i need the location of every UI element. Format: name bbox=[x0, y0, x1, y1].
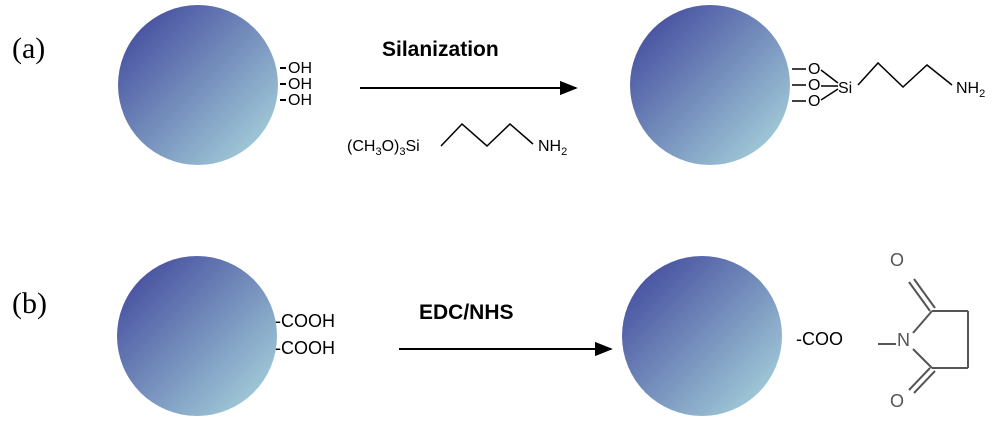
silane-surface-layer: O O O Si NH2 bbox=[792, 61, 985, 110]
coo-group: -COO bbox=[796, 329, 843, 349]
product-oxygen-2: O bbox=[808, 77, 820, 94]
oh-group-3: OH bbox=[288, 92, 312, 109]
oh-group-2: OH bbox=[288, 76, 312, 93]
product-oxygen-3: O bbox=[808, 93, 820, 110]
aptms-reagent: (CH3O)3Si NH2 bbox=[347, 122, 567, 158]
reagent-formula: (CH3O)3Si bbox=[347, 138, 420, 158]
nhs-succinimide-ring: N O O bbox=[878, 250, 969, 411]
panel-a: (a) OH OH OH Silanization (CH3O)3Si NH2 bbox=[12, 5, 985, 165]
panel-a-label: (a) bbox=[12, 32, 45, 65]
panel-b-label: (b) bbox=[12, 287, 47, 320]
panel-a-oh-groups: OH OH OH bbox=[280, 60, 312, 109]
edc-nhs-label: EDC/NHS bbox=[419, 301, 514, 324]
panel-a-product-sphere bbox=[630, 5, 790, 165]
panel-b: (b) -COOH -COOH EDC/NHS -COO N O O bbox=[12, 250, 969, 416]
panel-b-product-sphere bbox=[622, 256, 782, 416]
cooh-group-2: -COOH bbox=[275, 338, 335, 358]
product-oxygen-1: O bbox=[808, 61, 820, 78]
reagent-propyl-chain bbox=[440, 122, 534, 148]
reagent-amine: NH2 bbox=[538, 138, 567, 158]
product-propyl-chain bbox=[857, 61, 953, 89]
silanization-label: Silanization bbox=[382, 38, 499, 61]
oh-group-1: OH bbox=[288, 60, 312, 77]
cooh-group-1: -COOH bbox=[275, 311, 335, 331]
nhs-oxygen-top: O bbox=[890, 250, 904, 270]
panel-b-reactant-sphere bbox=[117, 256, 277, 416]
product-silicon: Si bbox=[838, 80, 852, 97]
panel-a-reactant-sphere bbox=[118, 5, 278, 165]
nhs-nitrogen: N bbox=[897, 330, 910, 350]
nhs-oxygen-bottom: O bbox=[890, 391, 904, 411]
product-amine: NH2 bbox=[956, 80, 985, 100]
